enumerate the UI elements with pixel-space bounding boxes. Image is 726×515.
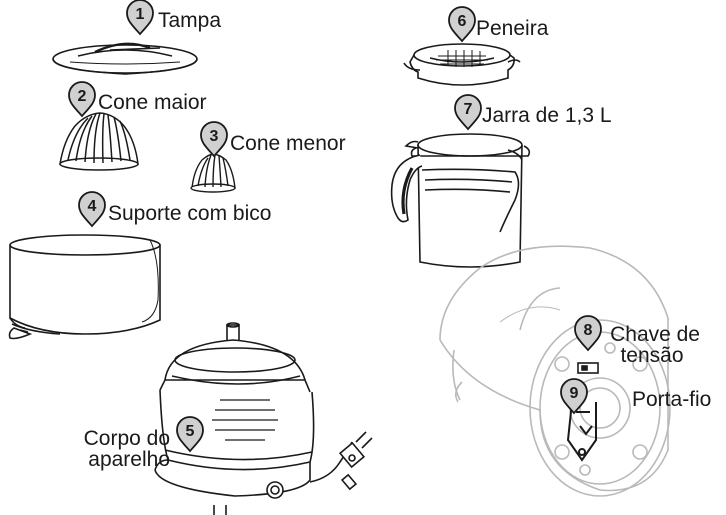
spout-holder-drawing bbox=[8, 234, 161, 340]
cord-holder-drawing bbox=[566, 401, 597, 462]
label-motor-base-line1: Corpo do bbox=[83, 427, 170, 450]
badge-number-4: 4 bbox=[88, 198, 97, 215]
badge-number-2: 2 bbox=[78, 88, 87, 105]
badge-number-8: 8 bbox=[584, 322, 593, 339]
label-voltage-switch: Chave de tensão bbox=[604, 324, 700, 366]
small-cone-drawing bbox=[190, 153, 236, 193]
base-underside-drawing bbox=[439, 245, 671, 497]
label-strainer: Peneira bbox=[476, 17, 549, 40]
label-voltage-switch-line2: tensão bbox=[620, 344, 684, 367]
lid-drawing bbox=[52, 42, 198, 75]
strainer-drawing bbox=[403, 43, 521, 86]
badge-number-3: 3 bbox=[210, 128, 219, 145]
motor-base-drawing bbox=[154, 322, 373, 515]
label-voltage-switch-line1: Chave de bbox=[610, 323, 700, 346]
label-large-cone: Cone maior bbox=[98, 91, 207, 114]
badge-number-9: 9 bbox=[570, 385, 579, 402]
voltage-switch-drawing bbox=[577, 362, 599, 374]
badge-number-7: 7 bbox=[464, 101, 473, 118]
jug-drawing bbox=[390, 133, 531, 268]
label-motor-base: Corpo do aparelho bbox=[20, 428, 170, 470]
label-small-cone: Cone menor bbox=[230, 132, 346, 155]
label-cord-holder: Porta-fio bbox=[632, 388, 712, 411]
label-lid: Tampa bbox=[158, 9, 222, 32]
badge-number-1: 1 bbox=[136, 6, 145, 23]
badge-number-6: 6 bbox=[458, 13, 467, 30]
badge-number-5: 5 bbox=[186, 423, 195, 440]
label-spout-holder: Suporte com bico bbox=[108, 202, 272, 225]
label-motor-base-line2: aparelho bbox=[88, 448, 170, 471]
label-jug: Jarra de 1,3 L bbox=[482, 104, 612, 127]
large-cone-drawing bbox=[59, 112, 139, 171]
